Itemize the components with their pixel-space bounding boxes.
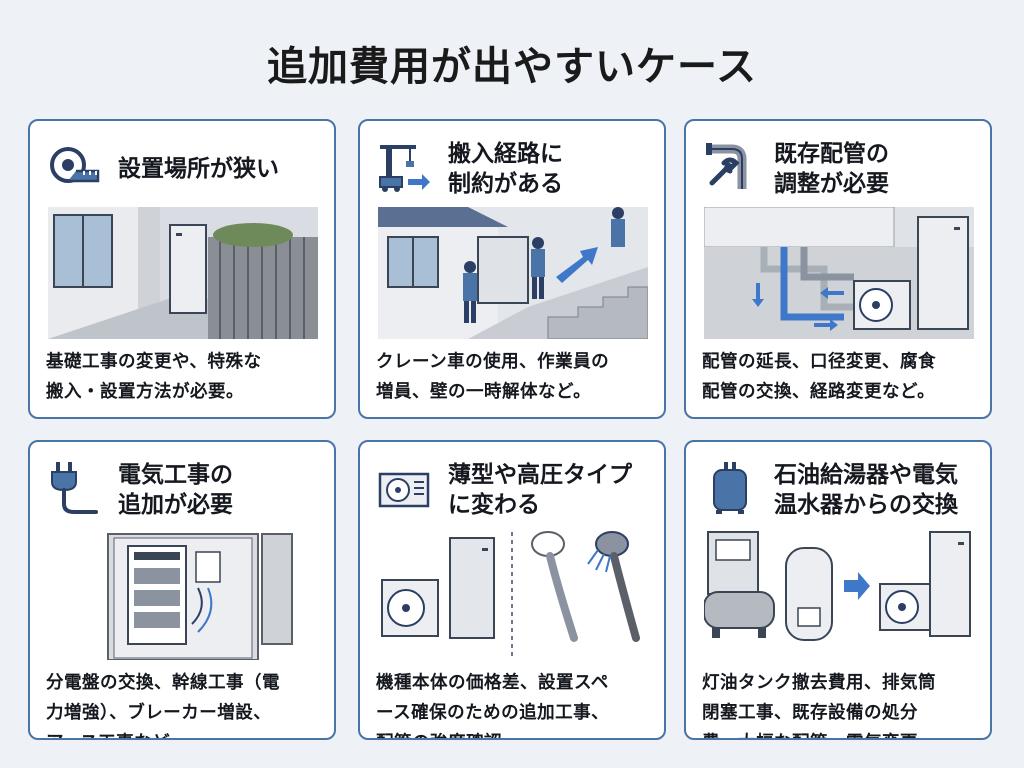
water-heater-icon xyxy=(713,462,747,514)
tape-measure-icon xyxy=(50,147,100,183)
card-electrical-work: 電気工事の 追加が必要 分電盤の交換、幹線工事（電 力増強）、ブレーカー増設、 … xyxy=(28,440,336,740)
card-model-change: 薄型や高圧タイプ に変わる 機種本体の価格差、設置スペ ース確保のための追加工事… xyxy=(358,440,666,740)
card-existing-piping: 既存配管の 調整が必要 配管の延長、口径変更、腐食 配管の交換、経路変更など。 xyxy=(684,119,992,419)
card-header: 電気工事の 追加が必要 xyxy=(46,458,322,522)
card-narrow-location: 設置場所が狭い 基礎工事の変更や、特殊な 搬入・設置方法が必要。 xyxy=(28,119,336,419)
card-title: 電気工事の 追加が必要 xyxy=(118,462,233,518)
card-delivery-route: 搬入経路に 制約がある クレーン車の使用、作業員の 増員、壁の一時解体など。 xyxy=(358,119,666,419)
piping-illustration xyxy=(704,207,974,339)
card-description: クレーン車の使用、作業員の 増員、壁の一時解体など。 xyxy=(376,352,610,402)
card-description: 分電盤の交換、幹線工事（電 力増強）、ブレーカー増設、 アース工事など。 xyxy=(46,673,280,738)
pipe-wrench-icon xyxy=(706,143,747,189)
card-title: 石油給湯器や電気 温水器からの交換 xyxy=(774,462,958,518)
card-header: 薄型や高圧タイプ に変わる xyxy=(376,458,652,522)
card-replacement: 石油給湯器や電気 温水器からの交換 灯油タンク撤去費用、排気筒 閉塞工事、既存設… xyxy=(684,440,992,740)
card-description: 基礎工事の変更や、特殊な 搬入・設置方法が必要。 xyxy=(46,352,262,402)
card-title: 搬入経路に 制約がある xyxy=(448,141,563,197)
card-header: 設置場所が狭い xyxy=(46,137,322,201)
outdoor-unit-icon xyxy=(378,472,430,508)
card-title: 設置場所が狭い xyxy=(118,156,279,182)
page-title: 追加費用が出やすいケース xyxy=(267,44,757,90)
narrow-passage-illustration xyxy=(48,207,318,339)
replacement-equipment-illustration xyxy=(704,531,971,641)
card-title: 既存配管の 調整が必要 xyxy=(774,141,889,197)
card-description: 配管の延長、口径変更、腐食 配管の交換、経路変更など。 xyxy=(702,352,936,402)
plug-icon xyxy=(51,462,98,514)
crane-icon xyxy=(379,145,430,192)
card-header: 既存配管の 調整が必要 xyxy=(702,137,978,201)
card-title: 薄型や高圧タイプ に変わる xyxy=(448,462,632,518)
card-description: 灯油タンク撤去費用、排気筒 閉塞工事、既存設備の処分 費、大幅な配管・電気変更。 xyxy=(702,673,936,738)
breaker-panel-illustration xyxy=(107,533,293,660)
unit-and-shower-illustration xyxy=(381,531,640,656)
delivery-workers-illustration xyxy=(378,207,648,339)
card-header: 搬入経路に 制約がある xyxy=(376,137,652,201)
card-header: 石油給湯器や電気 温水器からの交換 xyxy=(702,458,978,522)
card-description: 機種本体の価格差、設置スペ ース確保のための追加工事、 配管の強度確認。 xyxy=(376,673,610,738)
